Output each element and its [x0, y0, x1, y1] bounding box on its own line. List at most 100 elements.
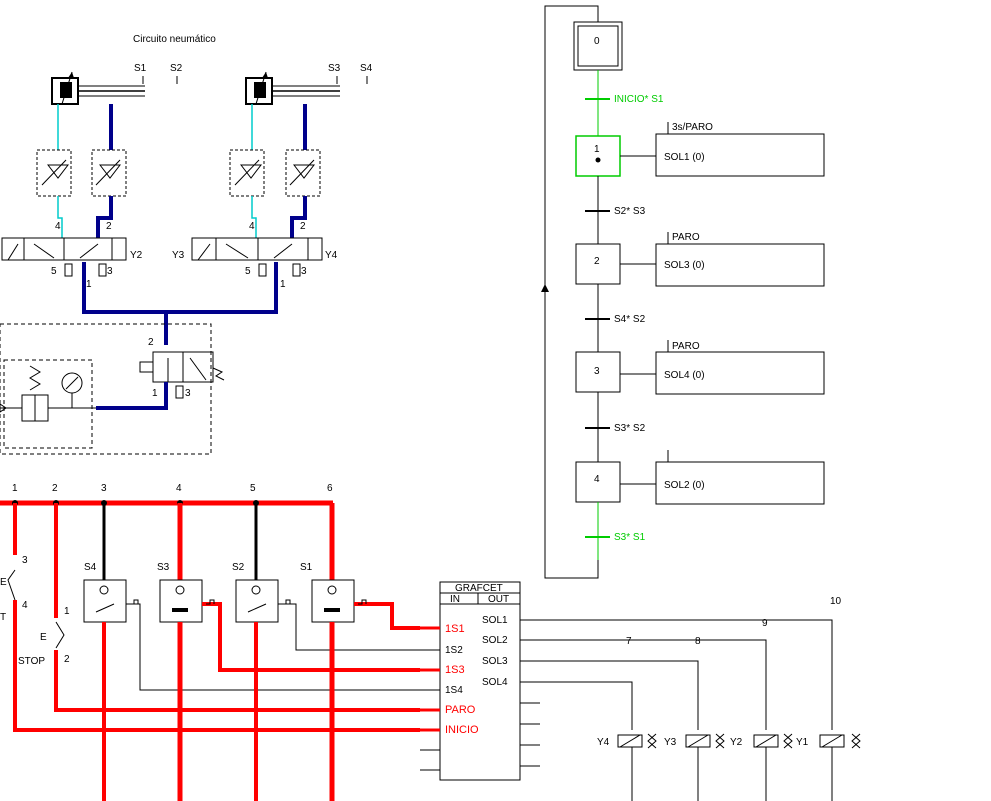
input-1s2: 1S2 [445, 645, 463, 656]
step-3-label: 3 [594, 366, 600, 377]
action-2-qualifier: PARO [672, 232, 700, 243]
sensor-s1-tag: S1 [300, 562, 313, 573]
stop-label: STOP [18, 656, 45, 667]
coil-y3: Y3 [664, 733, 725, 801]
grafcet-block-title: GRAFCET [455, 583, 503, 594]
grafcet-in-header: IN [450, 594, 460, 605]
action-box-1 [655, 133, 825, 177]
transition-1-label: INICIO* S1 [614, 94, 664, 105]
start-valve-port-1: 1 [152, 388, 158, 399]
sensor-s1-label: S1 [134, 63, 147, 74]
directional-valve-2 [191, 237, 323, 261]
action-1-qualifier: 3s/PARO [672, 122, 713, 133]
input-1s1: 1S1 [445, 623, 465, 635]
column-3-number: 3 [101, 483, 107, 494]
stop-contact-1: 1 [64, 606, 70, 617]
sensor-s2-tag: S2 [232, 562, 245, 573]
flow-control-2b [285, 149, 321, 197]
sensor-s3-label: S3 [328, 63, 341, 74]
transition-5-label: S3* S1 [614, 532, 646, 543]
stop-contact-2: 2 [64, 654, 70, 665]
valve2-port-1: 1 [280, 279, 286, 290]
column-10-number: 10 [830, 596, 842, 607]
flow-control-1b [91, 149, 127, 197]
step-4-label: 4 [594, 474, 600, 485]
valve2-port-2: 2 [300, 221, 306, 232]
output-sol3: SOL3 [482, 656, 508, 667]
transition-2-label: S2* S3 [614, 206, 646, 217]
pneumatic-title: Circuito neumático [133, 34, 216, 45]
start-contact-3: 3 [22, 555, 28, 566]
action-3-label: SOL4 (0) [664, 370, 705, 381]
action-box-2 [655, 243, 825, 287]
coil-y4: Y4 [597, 733, 657, 801]
output-sol2: SOL2 [482, 635, 508, 646]
column-6-number: 6 [327, 483, 333, 494]
output-sol1: SOL1 [482, 615, 508, 626]
pneumatic-circuit: Circuito neumático S1 S2 S3 S4 [0, 34, 373, 455]
cylinder-1 [51, 71, 145, 105]
svg-text:E: E [0, 577, 7, 588]
output-sol4: SOL4 [482, 677, 508, 688]
action-box-3 [655, 351, 825, 395]
step-1-label: 1 [594, 144, 600, 155]
flow-control-2a [229, 149, 265, 197]
pressure-regulator [0, 365, 96, 422]
transition-4-label: S3* S2 [614, 423, 646, 434]
valve2-right-coil-label: Y4 [325, 250, 338, 261]
sensor-s2-label: S2 [170, 63, 183, 74]
coil-y4-label: Y4 [597, 737, 610, 748]
input-1s4: 1S4 [445, 685, 463, 696]
start-valve-port-3: 3 [185, 388, 191, 399]
action-2-label: SOL3 (0) [664, 260, 705, 271]
action-box-4 [655, 461, 825, 505]
valve2-port-3: 3 [301, 266, 307, 277]
valve1-port-2: 2 [106, 221, 112, 232]
column-8-number: 8 [695, 636, 701, 647]
step-2-label: 2 [594, 256, 600, 267]
svg-text:E: E [40, 632, 47, 643]
grafcet-out-header: OUT [488, 594, 509, 605]
valve2-port-4: 4 [249, 221, 255, 232]
flow-control-1a [36, 149, 72, 197]
valve1-port-1: 1 [86, 279, 92, 290]
action-3-qualifier: PARO [672, 341, 700, 352]
coil-y3-label: Y3 [664, 737, 677, 748]
grafcet-diagram: 0 INICIO* S1 1 SOL1 (0) 3s/PARO S2* S3 2… [541, 5, 825, 579]
column-9-number: 9 [762, 618, 768, 629]
start-contact-4: 4 [22, 600, 28, 611]
sensor-s4-label: S4 [360, 63, 373, 74]
valve1-port-4: 4 [55, 221, 61, 232]
grafcet-step-1 [575, 135, 621, 177]
column-5-number: 5 [250, 483, 256, 494]
input-inicio: INICIO [445, 724, 479, 736]
input-paro: PARO [445, 704, 476, 716]
valve1-coil-label: Y2 [130, 250, 143, 261]
sensor-s3-tag: S3 [157, 562, 170, 573]
column-1-number: 1 [12, 483, 18, 494]
valve1-port-3: 3 [107, 266, 113, 277]
coil-y2: Y2 [730, 733, 793, 801]
coil-y1-label: Y1 [796, 737, 809, 748]
electrical-circuit: 1 2 3 4 5 6 7 8 9 10 3 E 4 T 1 E 2 STOP [0, 483, 861, 801]
column-2-number: 2 [52, 483, 58, 494]
coil-y2-label: Y2 [730, 737, 743, 748]
valve2-left-coil-label: Y3 [172, 250, 185, 261]
start-valve-port-2: 2 [148, 337, 154, 348]
action-1-label: SOL1 (0) [664, 152, 705, 163]
coil-y1: Y1 [796, 733, 861, 801]
start-label-partial: T [0, 612, 6, 623]
transition-3-label: S4* S2 [614, 314, 646, 325]
column-7-number: 7 [626, 636, 632, 647]
step-0-label: 0 [594, 36, 600, 47]
valve1-port-5: 5 [51, 266, 57, 277]
directional-valve-1 [1, 237, 127, 261]
valve2-port-5: 5 [245, 266, 251, 277]
sensor-s4-tag: S4 [84, 562, 97, 573]
cylinder-2 [245, 71, 340, 105]
column-4-number: 4 [176, 483, 182, 494]
action-4-label: SOL2 (0) [664, 480, 705, 491]
input-1s3: 1S3 [445, 664, 465, 676]
grafcet-plc-block: GRAFCET IN OUT 1S1 1S2 1S3 1S4 PARO INIC… [420, 581, 540, 781]
